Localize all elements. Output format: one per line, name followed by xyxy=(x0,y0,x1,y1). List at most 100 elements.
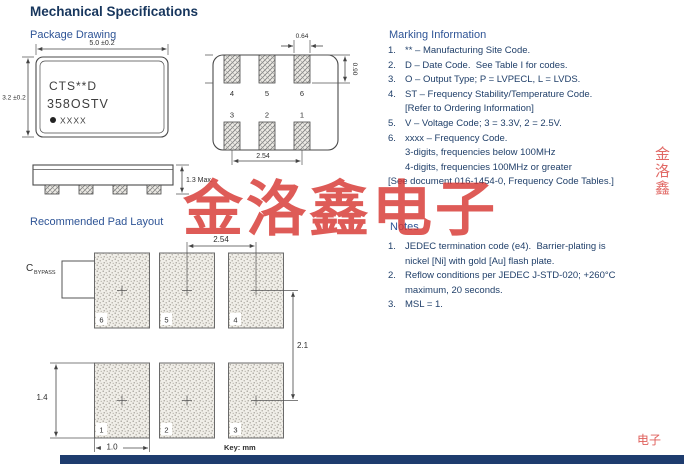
package-side-view: 1.3 Max. xyxy=(32,164,213,195)
dim-extension-lines xyxy=(261,290,298,401)
dim-label-backing xyxy=(101,441,123,451)
dim-height-label: 3.2 ±0.2 xyxy=(2,95,26,102)
side-pad xyxy=(44,184,60,195)
land-pad xyxy=(258,121,276,151)
side-pad xyxy=(112,184,128,195)
dim-width-label: 5.0 ±0.2 xyxy=(89,40,114,47)
pin-label: 2 xyxy=(265,111,269,120)
dim-pad-width-label: 0.64 xyxy=(296,33,309,40)
pad-layout-drawing: 2.54 2.1 1.4 1.0 C BYPASS 6 5 4 xyxy=(26,235,309,452)
pin-label-backing xyxy=(161,313,172,325)
land-pad xyxy=(258,54,276,84)
package-lid-outline xyxy=(39,60,165,134)
pin-label: 5 xyxy=(164,316,168,325)
list-text: JEDEC termination code (e4). Barrier-pla… xyxy=(405,241,606,252)
units-key-label: Key: mm xyxy=(224,443,256,452)
dim-extension-lines xyxy=(35,44,169,55)
list-number: 3. xyxy=(388,299,396,311)
list-number: 1. xyxy=(388,241,396,252)
page-title: Mechanical Specifications xyxy=(30,4,199,19)
pin-label-backing xyxy=(96,423,107,435)
list-text: ** – Manufacturing Site Code. xyxy=(405,45,531,56)
dim-tick-marks xyxy=(205,54,213,84)
list-text: maximum, 20 seconds. xyxy=(405,284,503,296)
marking-information-list: 1. ** – Manufacturing Site Code. 2. D – … xyxy=(388,44,684,190)
pad-center-crosses xyxy=(117,285,261,406)
side-pad xyxy=(78,184,94,195)
list-item: 1. ** – Manufacturing Site Code. xyxy=(388,44,684,59)
pin-label-backing xyxy=(230,423,241,435)
list-item: 1. JEDEC termination code (e4). Barrier-… xyxy=(388,240,684,269)
notes-list: 1. JEDEC termination code (e4). Barrier-… xyxy=(388,240,684,313)
list-number: 4. xyxy=(388,88,396,100)
pin-label: 2 xyxy=(164,426,168,435)
land-pad xyxy=(223,121,241,151)
dim-extension-lines xyxy=(50,362,95,439)
section-heading-marking-information: Marking Information xyxy=(389,29,487,41)
list-text: MSL = 1. xyxy=(405,299,443,311)
land-pad xyxy=(293,54,311,84)
bypass-trace xyxy=(61,260,95,299)
dim-extension-lines xyxy=(231,150,303,165)
pin1-dot xyxy=(50,117,56,123)
list-number: 3. xyxy=(388,74,396,86)
section-heading-notes: Notes xyxy=(390,221,419,233)
pin-label: 5 xyxy=(265,89,269,98)
land-pad xyxy=(223,54,241,84)
list-item: 2. Reflow conditions per JEDEC J-STD-020… xyxy=(388,269,684,298)
dim-pad-height-label: 0.90 xyxy=(351,63,358,76)
marking-footnote: [See document 016-1454-0, Frequency Code… xyxy=(388,176,614,188)
list-number: 1. xyxy=(388,45,396,56)
list-text: xxxx – Frequency Code. xyxy=(405,132,508,144)
dim-extension-lines xyxy=(94,438,150,452)
dim-pitch-label: 2.54 xyxy=(256,153,270,160)
package-outline xyxy=(35,56,169,138)
package-top-view: 5.0 ±0.2 3.2 ±0.2 CTS**D 358OSTV XXXX xyxy=(2,40,169,138)
chip-marking-line3: XXXX xyxy=(60,116,87,126)
pin-label-backing xyxy=(230,313,241,325)
pin-label: 1 xyxy=(99,426,103,435)
list-item: 4. ST – Frequency Stability/Temperature … xyxy=(388,88,684,117)
dim-extension-lines xyxy=(22,56,34,138)
list-number: 2. xyxy=(388,270,396,282)
section-heading-package-drawing: Package Drawing xyxy=(30,29,117,41)
list-text: Reflow conditions per JEDEC J-STD-020; +… xyxy=(405,270,616,282)
pin-label: 3 xyxy=(233,426,237,435)
pin-label-backing xyxy=(161,423,172,435)
pin-label: 6 xyxy=(300,89,304,98)
pin-label: 6 xyxy=(99,316,103,325)
list-text: D – Date Code. See Table I for codes. xyxy=(405,59,568,71)
footer-bar xyxy=(60,455,684,464)
list-number: 2. xyxy=(388,59,396,71)
list-item: 5. V – Voltage Code; 3 = 3.3V, 2 = 2.5V. xyxy=(388,117,684,132)
bypass-cap-label: C xyxy=(26,263,33,274)
pin-label-backing xyxy=(96,313,107,325)
list-item: 3. MSL = 1. xyxy=(388,298,684,313)
section-heading-pad-layout: Recommended Pad Layout xyxy=(30,216,164,228)
pin-label: 1 xyxy=(300,111,304,120)
chip-marking-line2: 358OSTV xyxy=(47,97,109,111)
chip-marking-line1: CTS**D xyxy=(49,79,97,93)
list-text: O – Output Type; P = LVPECL, L = LVDS. xyxy=(405,74,581,86)
list-text: V – Voltage Code; 3 = 3.3V, 2 = 2.5V. xyxy=(405,117,562,129)
bypass-cap-subscript: BYPASS xyxy=(34,270,56,276)
list-number: 6. xyxy=(388,132,396,144)
dim-pad-height-label: 1.4 xyxy=(36,393,48,402)
dim-extension-lines xyxy=(186,242,257,285)
package-bottom-view: 4 5 6 3 2 1 0.64 0.90 2.54 xyxy=(205,33,358,165)
dim-extension-lines xyxy=(176,164,189,195)
land-pad xyxy=(293,121,311,151)
list-number: 5. xyxy=(388,117,396,129)
list-item: 6. xxxx – Frequency Code. 3-digits, freq… xyxy=(388,132,684,176)
list-text: ST – Frequency Stability/Temperature Cod… xyxy=(405,88,593,100)
pin-label: 4 xyxy=(233,316,237,325)
dim-row-spacing-label: 2.1 xyxy=(297,341,309,350)
side-body xyxy=(32,164,174,186)
list-text: nickel [Ni] with gold [Au] flash plate. xyxy=(405,255,555,267)
list-text: [Refer to Ordering Information] xyxy=(405,103,534,115)
dim-pitch-label: 2.54 xyxy=(213,235,229,244)
pin-label: 4 xyxy=(230,89,234,98)
dim-extension-lines xyxy=(312,54,350,84)
